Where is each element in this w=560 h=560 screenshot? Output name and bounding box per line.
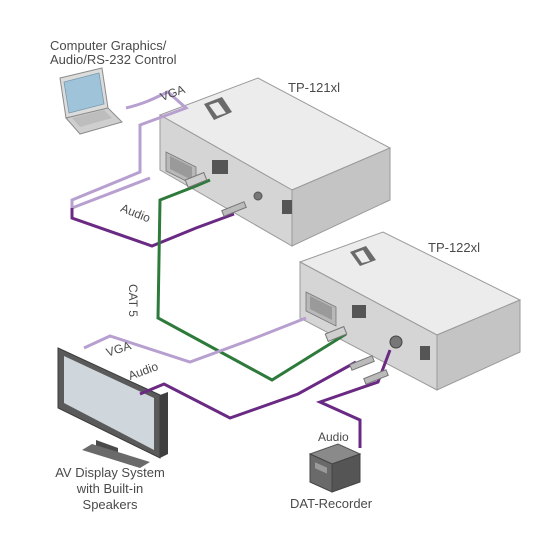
tp-121xl-device (160, 78, 390, 246)
dat-recorder-icon (310, 444, 360, 492)
rj45-port-icon-2 (352, 305, 366, 318)
dat-recorder-label: DAT-Recorder (290, 496, 372, 511)
computer-label-line2: Audio/RS-232 Control (50, 52, 176, 67)
audio-cable-bottom (140, 362, 356, 418)
laptop-icon (60, 68, 122, 134)
power-port-icon (282, 200, 292, 214)
audio-cable-top (72, 208, 234, 246)
display-label-line2: with Built-in (40, 481, 180, 496)
tp-122xl-device (300, 232, 520, 390)
audio-plug-icon-2 (350, 356, 375, 371)
rj45-port-icon (212, 160, 228, 174)
computer-label-line1: Computer Graphics/ (50, 38, 166, 53)
tp122-label: TP-122xl (428, 240, 480, 255)
audio-out-jack-icon (390, 336, 402, 348)
tp121-label: TP-121xl (288, 80, 340, 95)
power-port-icon-2 (420, 346, 430, 360)
display-label-line3: Speakers (40, 497, 180, 512)
audio-dat-label: Audio (318, 430, 349, 445)
cat5-label: CAT 5 (125, 284, 140, 317)
audio-jack-icon (254, 192, 262, 200)
display-label-line1: AV Display System (40, 465, 180, 480)
